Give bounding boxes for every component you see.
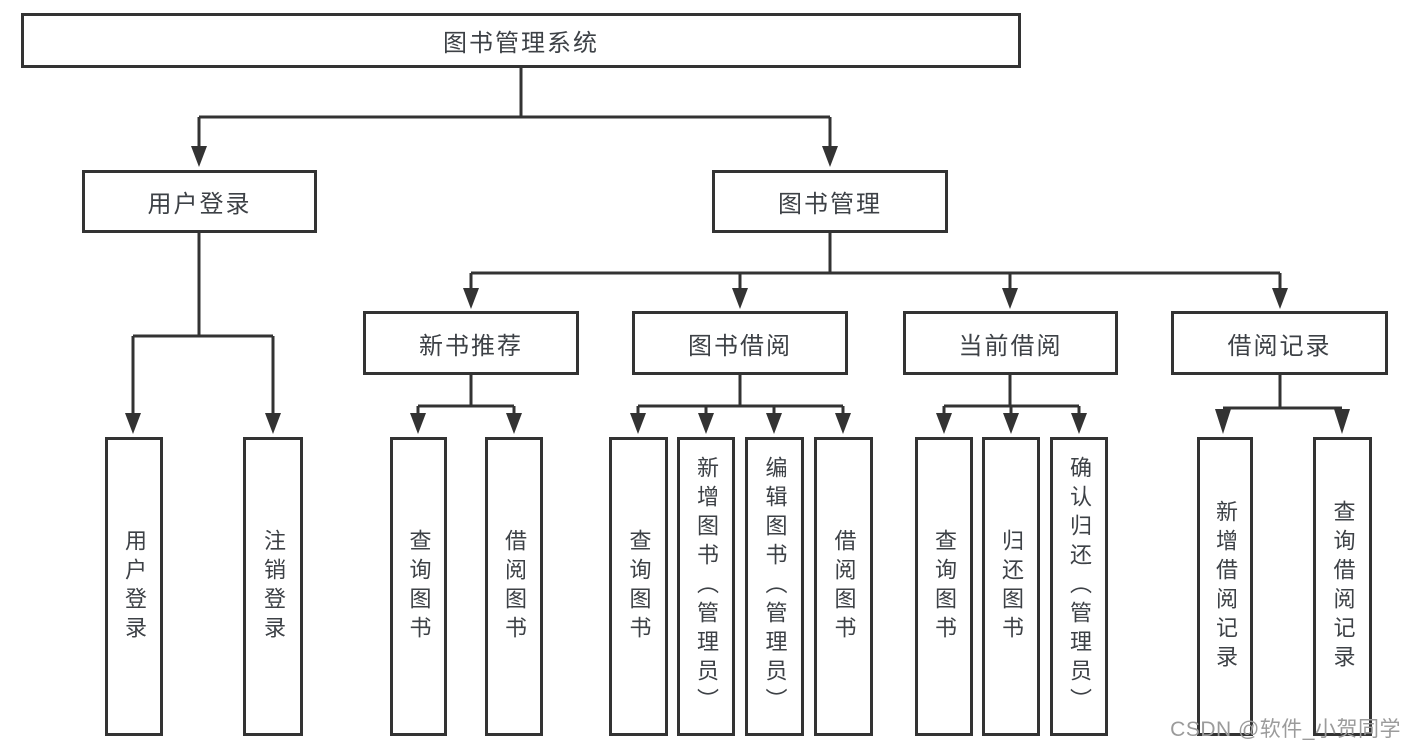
leaf-user-login: 用户登录 — [105, 437, 163, 736]
node-book-borrowing: 图书借阅 — [632, 311, 848, 375]
watermark: CSDN @软件_小贺同学 — [1170, 718, 1401, 741]
leaf-borrow-books-1: 借阅图书 — [485, 437, 543, 736]
leaf-edit-books-admin: 编辑图书（管理员） — [745, 437, 804, 736]
node-user-login: 用户登录 — [82, 170, 317, 233]
node-new-book-recommendation: 新书推荐 — [363, 311, 579, 375]
leaf-query-books-2: 查询图书 — [609, 437, 668, 736]
leaf-return-books: 归还图书 — [982, 437, 1040, 736]
leaf-add-books-admin: 新增图书（管理员） — [677, 437, 735, 736]
leaf-query-books-1: 查询图书 — [390, 437, 447, 736]
node-book-management: 图书管理 — [712, 170, 948, 233]
leaf-borrow-books-2: 借阅图书 — [814, 437, 873, 736]
node-library-management-system: 图书管理系统 — [21, 13, 1021, 68]
node-borrowing-records: 借阅记录 — [1171, 311, 1388, 375]
node-current-borrowing: 当前借阅 — [903, 311, 1118, 375]
leaf-query-books-3: 查询图书 — [915, 437, 973, 736]
leaf-logout: 注销登录 — [243, 437, 303, 736]
leaf-confirm-return-admin: 确认归还（管理员） — [1050, 437, 1108, 736]
leaf-add-borrow-record: 新增借阅记录 — [1197, 437, 1253, 736]
leaf-query-borrow-record: 查询借阅记录 — [1313, 437, 1372, 736]
